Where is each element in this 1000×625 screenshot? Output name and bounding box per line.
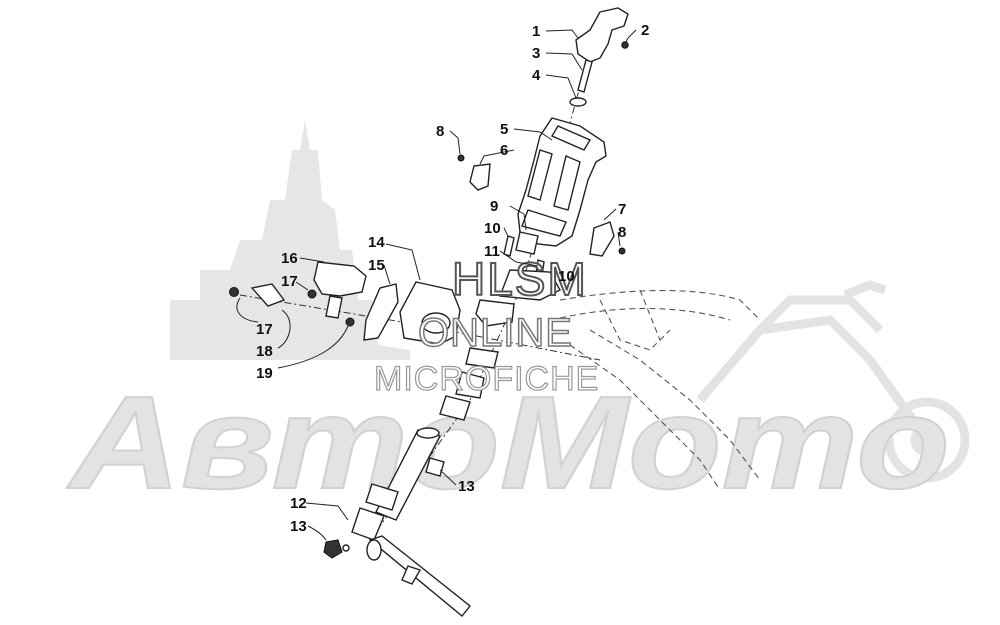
watermark-online: ONLINE	[418, 311, 573, 355]
part-19-nut	[345, 317, 355, 327]
part-3-bolt	[577, 59, 593, 93]
callout-label: 7	[618, 201, 626, 218]
part-10-pivot	[499, 269, 561, 301]
callout-labels: 1 2 3 4 5 6 7 8 8 9 10 10 11 12 13 13 14…	[256, 22, 649, 535]
part-13-nut	[323, 539, 343, 559]
callout-label: 17	[281, 273, 298, 290]
motorcycle-silhouette	[696, 280, 970, 483]
part-15-plate	[363, 283, 399, 341]
part-8-bolt-right	[618, 247, 626, 255]
callout-label: 10	[558, 268, 575, 285]
callout-label: 8	[618, 224, 626, 241]
callout-label: 10	[484, 220, 501, 237]
part-9-tube	[515, 231, 539, 255]
lower-steering-shaft	[351, 427, 442, 541]
hlsm-watermark: HLSM ONLINE MICROFICHE	[373, 252, 599, 399]
callout-label: 14	[368, 234, 385, 251]
part-6-clip	[469, 163, 491, 191]
parts-layer	[229, 7, 629, 617]
callout-label: 12	[290, 495, 307, 512]
part-2-bolt	[621, 41, 629, 49]
part-7-clip	[589, 221, 615, 257]
callout-label: 11	[484, 243, 500, 260]
u-joint	[439, 299, 515, 421]
part-8-bolt-top	[457, 154, 465, 162]
part-16-bracket	[313, 261, 367, 319]
callout-label: 3	[532, 45, 540, 62]
part-12-output-shaft	[366, 535, 471, 617]
callout-label: 16	[281, 250, 298, 267]
skyline-silhouette	[170, 120, 410, 360]
callout-label: 2	[641, 22, 649, 39]
watermark-microfiche: MICROFICHE	[374, 360, 599, 398]
callout-label: 9	[490, 198, 498, 215]
part-10-pin	[503, 235, 515, 257]
callout-label: 13	[458, 478, 475, 495]
callout-label: 15	[368, 257, 385, 274]
callout-label: 18	[256, 343, 273, 360]
part-17-clip	[250, 283, 286, 307]
leader-lines	[236, 29, 637, 541]
callout-label: 17	[256, 321, 273, 338]
part-5-adjuster-bracket	[517, 117, 607, 247]
callout-label: 5	[500, 121, 508, 138]
callout-label: 19	[256, 365, 273, 382]
part-14-housing	[399, 281, 461, 345]
callout-label: 8	[436, 123, 444, 140]
part-17-bolt	[307, 289, 317, 299]
part-12-washer	[342, 544, 350, 552]
part-1-clamp	[575, 7, 629, 63]
callout-label: 13	[290, 518, 307, 535]
callout-label: 1	[532, 23, 540, 40]
watermark-hlsm: HLSM	[452, 253, 588, 305]
part-13-bolt	[425, 457, 445, 477]
watermark-brand: АвтоМото	[67, 369, 950, 516]
part-4-washer	[569, 97, 587, 107]
callout-label: 6	[500, 142, 508, 159]
watermark-layer: АвтоМото	[66, 120, 970, 517]
callout-label: 4	[532, 67, 541, 84]
frame-outline	[559, 289, 761, 491]
part-18-nut	[229, 287, 239, 297]
